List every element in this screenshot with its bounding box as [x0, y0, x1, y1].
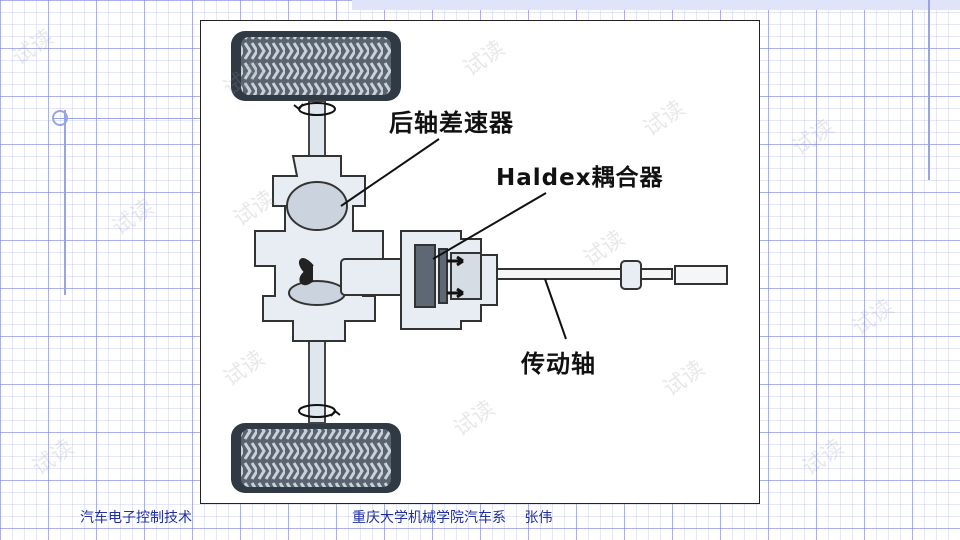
- drive-shaft-label: 传动轴: [521, 350, 596, 378]
- footer-course-title: 汽车电子控制技术: [80, 510, 192, 526]
- left-decorative-line: [64, 110, 66, 295]
- upper-wheel: [231, 31, 401, 101]
- decorative-horizontal-rule: [52, 118, 202, 119]
- decorative-circle-marker: [52, 110, 68, 126]
- footer-institution: 重庆大学机械学院汽车系 张伟: [352, 510, 553, 526]
- lower-wheel: [231, 423, 401, 493]
- haldex-coupling-body: [340, 230, 498, 330]
- rear-differential-label: 后轴差速器: [389, 109, 514, 137]
- drivetrain-drawing: [231, 31, 728, 493]
- drivetrain-diagram: 后轴差速器 Haldex耦合器 传动轴 试读 试读 试读 试读 试读 试读 试读…: [200, 20, 760, 504]
- drive-shaft: [496, 260, 728, 290]
- top-decorative-band: [352, 0, 960, 10]
- rear-differential-housing: [254, 155, 384, 342]
- haldex-coupling-label: Haldex耦合器: [496, 165, 664, 191]
- right-decorative-line: [928, 0, 930, 180]
- label-leader-lines: [340, 138, 567, 340]
- rotation-arrow-icon: [293, 102, 341, 418]
